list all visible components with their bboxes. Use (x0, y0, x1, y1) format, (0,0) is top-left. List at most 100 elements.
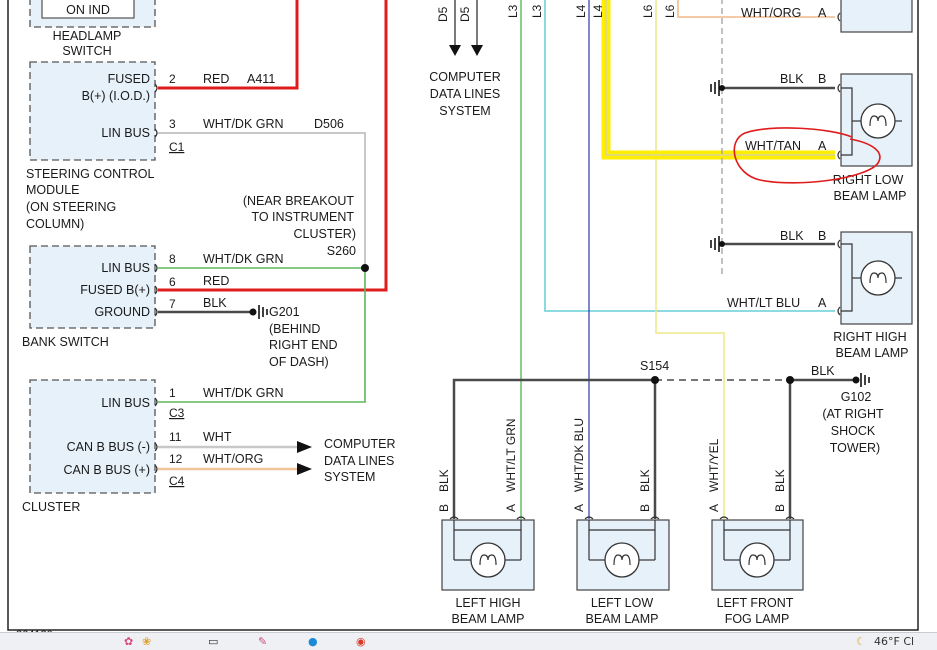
cluster: LIN BUS CAN B BUS (-) CAN B BUS (+) 1 C3… (22, 379, 185, 514)
scm-pin-linbus: LIN BUS (101, 126, 150, 140)
headlamp-switch-name-1: HEADLAMP (53, 29, 122, 43)
cluster-data-lines: COMPUTER DATA LINES SYSTEM (297, 437, 396, 484)
wire-red-a411 (158, 0, 299, 90)
lamp2-wire-1: WHT/DK BLU (572, 418, 586, 492)
g102-note-3: TOWER) (830, 441, 880, 455)
bank-pin-number-8: 8 (169, 252, 176, 266)
wire-red-bank-switch (158, 0, 388, 292)
s260-note-3: CLUSTER) (293, 227, 356, 241)
scm-name-2: MODULE (26, 183, 79, 197)
right-high-feed-pin: A (818, 296, 827, 310)
ground-g201: G201 (BEHIND RIGHT END OF DASH) (249, 305, 338, 369)
right-low-beam-lamp: BLK B WHT/TAN A RIGHT LOW BEAM LAMP (745, 72, 913, 203)
bank-pin-number-6: 6 (169, 275, 176, 289)
taskbar: ✿ ❀ ▭ ✎ ● ◉ ☾ 46°F Cl (0, 632, 937, 650)
right-top-wire-label: WHT/ORG (741, 6, 801, 20)
s260-note-1: (NEAR BREAKOUT (243, 194, 354, 208)
skype-icon[interactable]: ● (308, 635, 318, 648)
scm-pin-biod: B(+) (I.O.D.) (82, 89, 150, 103)
lamp3-wire-2: BLK (773, 469, 787, 492)
right-low-blk-pin: B (818, 72, 826, 86)
tulip-icon[interactable]: ❀ (142, 635, 152, 648)
right-top-partial-lamp: WHT/ORG A (741, 0, 913, 33)
wire-wht-org-top (677, 0, 835, 18)
wire-label-red: RED (203, 72, 229, 86)
left-front-fog-lamp: A WHT/YEL B BLK LEFT FRONT FOG LAMP (707, 438, 804, 626)
wire-lin-cluster (158, 268, 366, 403)
lamp2-wire-2: BLK (638, 469, 652, 492)
wire-wht-yel (655, 0, 725, 519)
lamp3-name-1: LEFT FRONT (717, 596, 794, 610)
top-data-lines-3: SYSTEM (439, 104, 490, 118)
right-high-feed-label: WHT/LT BLU (727, 296, 800, 310)
splice-s260: (NEAR BREAKOUT TO INSTRUMENT CLUSTER) S2… (243, 194, 369, 272)
scm-name-1: STEERING CONTROL (26, 167, 155, 181)
cluster-pin-can-plus: CAN B BUS (+) (64, 463, 150, 477)
top-data-lines-2: DATA LINES (430, 87, 500, 101)
wire-blk-s154-bus (452, 378, 655, 519)
headlamp-switch: ON IND HEADLAMP SWITCH (29, 0, 156, 58)
right-high-ground-dot (719, 241, 725, 247)
top-data-lines-1: COMPUTER (429, 70, 501, 84)
lamp1-wire-1: BLK (437, 469, 451, 492)
cluster-pin-number-1: 1 (169, 386, 176, 400)
lamp1-name-1: LEFT HIGH (455, 596, 520, 610)
bank-pin-linbus: LIN BUS (101, 261, 150, 275)
right-high-blk-label: BLK (780, 229, 804, 243)
bank-switch-name: BANK SWITCH (22, 335, 109, 349)
right-low-ground-dot (719, 85, 725, 91)
bank-pin-number-7: 7 (169, 297, 176, 311)
g201-note-1: (BEHIND (269, 322, 320, 336)
ground-g102: G102 (AT RIGHT SHOCK TOWER) (822, 373, 884, 455)
cluster-data-lines-2: DATA LINES (324, 454, 394, 468)
bank-pin-fused: FUSED B(+) (80, 283, 150, 297)
cluster-name: CLUSTER (22, 500, 80, 514)
module-connector-ticks (154, 83, 158, 474)
steering-control-module: FUSED B(+) (I.O.D.) LIN BUS 2 3 C1 STEER… (26, 61, 185, 231)
wire-label-can-minus: WHT (203, 430, 232, 444)
wire-label-a411: A411 (247, 72, 275, 86)
chrome-icon[interactable]: ◉ (356, 635, 366, 648)
lamp1-name-2: BEAM LAMP (452, 612, 525, 626)
wire-label-d506: D506 (314, 117, 344, 131)
lamp1-wire-2: WHT/LT GRN (504, 418, 518, 492)
top-partial-label-7: L6 (641, 4, 655, 18)
arrow-can-minus-icon (297, 441, 312, 453)
g201-label: G201 (269, 305, 300, 319)
diagram-frame (7, 0, 919, 631)
s260-label: S260 (327, 244, 356, 258)
s154-label: S154 (640, 359, 669, 373)
lamp3-pin-2: B (773, 504, 787, 512)
top-partial-label-6: L4 (591, 4, 605, 18)
headlamp-switch-on-ind: ON IND (66, 3, 110, 17)
right-low-name-1: RIGHT LOW (833, 173, 904, 187)
scm-name-3: (ON STEERING (26, 200, 116, 214)
paint-icon[interactable]: ✎ (258, 635, 268, 648)
arrow-down-icon-2 (471, 45, 483, 56)
right-low-name-2: BEAM LAMP (834, 189, 907, 203)
headlamp-switch-name-2: SWITCH (62, 44, 111, 58)
right-top-wire-pin: A (818, 6, 827, 20)
arrow-can-plus-icon (297, 463, 312, 475)
g102-note-2: SHOCK (831, 424, 876, 438)
lamp3-wire-1: WHT/YEL (707, 438, 721, 492)
top-data-lines: COMPUTER DATA LINES SYSTEM D5 D5 L3 L3 L… (429, 0, 677, 118)
wire-label-bank-blk: BLK (203, 296, 227, 310)
right-high-name-1: RIGHT HIGH (833, 330, 906, 344)
arrow-down-icon-1 (449, 45, 461, 56)
flower-icon[interactable]: ✿ (124, 635, 134, 648)
right-lamp-ground-symbols (710, 80, 720, 252)
top-partial-label-4: L3 (530, 4, 544, 18)
red-annotation-circle (733, 127, 881, 184)
left-low-beam-lamp: A WHT/DK BLU B BLK LEFT LOW BEAM LAMP (572, 418, 670, 626)
right-low-blk-label: BLK (780, 72, 804, 86)
wire-label-bank-lin: WHT/DK GRN (203, 252, 284, 266)
weather-icon: ☾ (856, 635, 866, 648)
right-high-beam-lamp: BLK B WHT/LT BLU A RIGHT HIGH BEAM LAMP (727, 229, 913, 360)
file-explorer-icon[interactable]: ▭ (208, 635, 219, 648)
top-partial-label-1: D5 (436, 6, 450, 22)
lamp2-name-2: BEAM LAMP (586, 612, 659, 626)
g102-note-1: (AT RIGHT (822, 407, 884, 421)
cluster-pin-number-12: 12 (169, 452, 183, 466)
